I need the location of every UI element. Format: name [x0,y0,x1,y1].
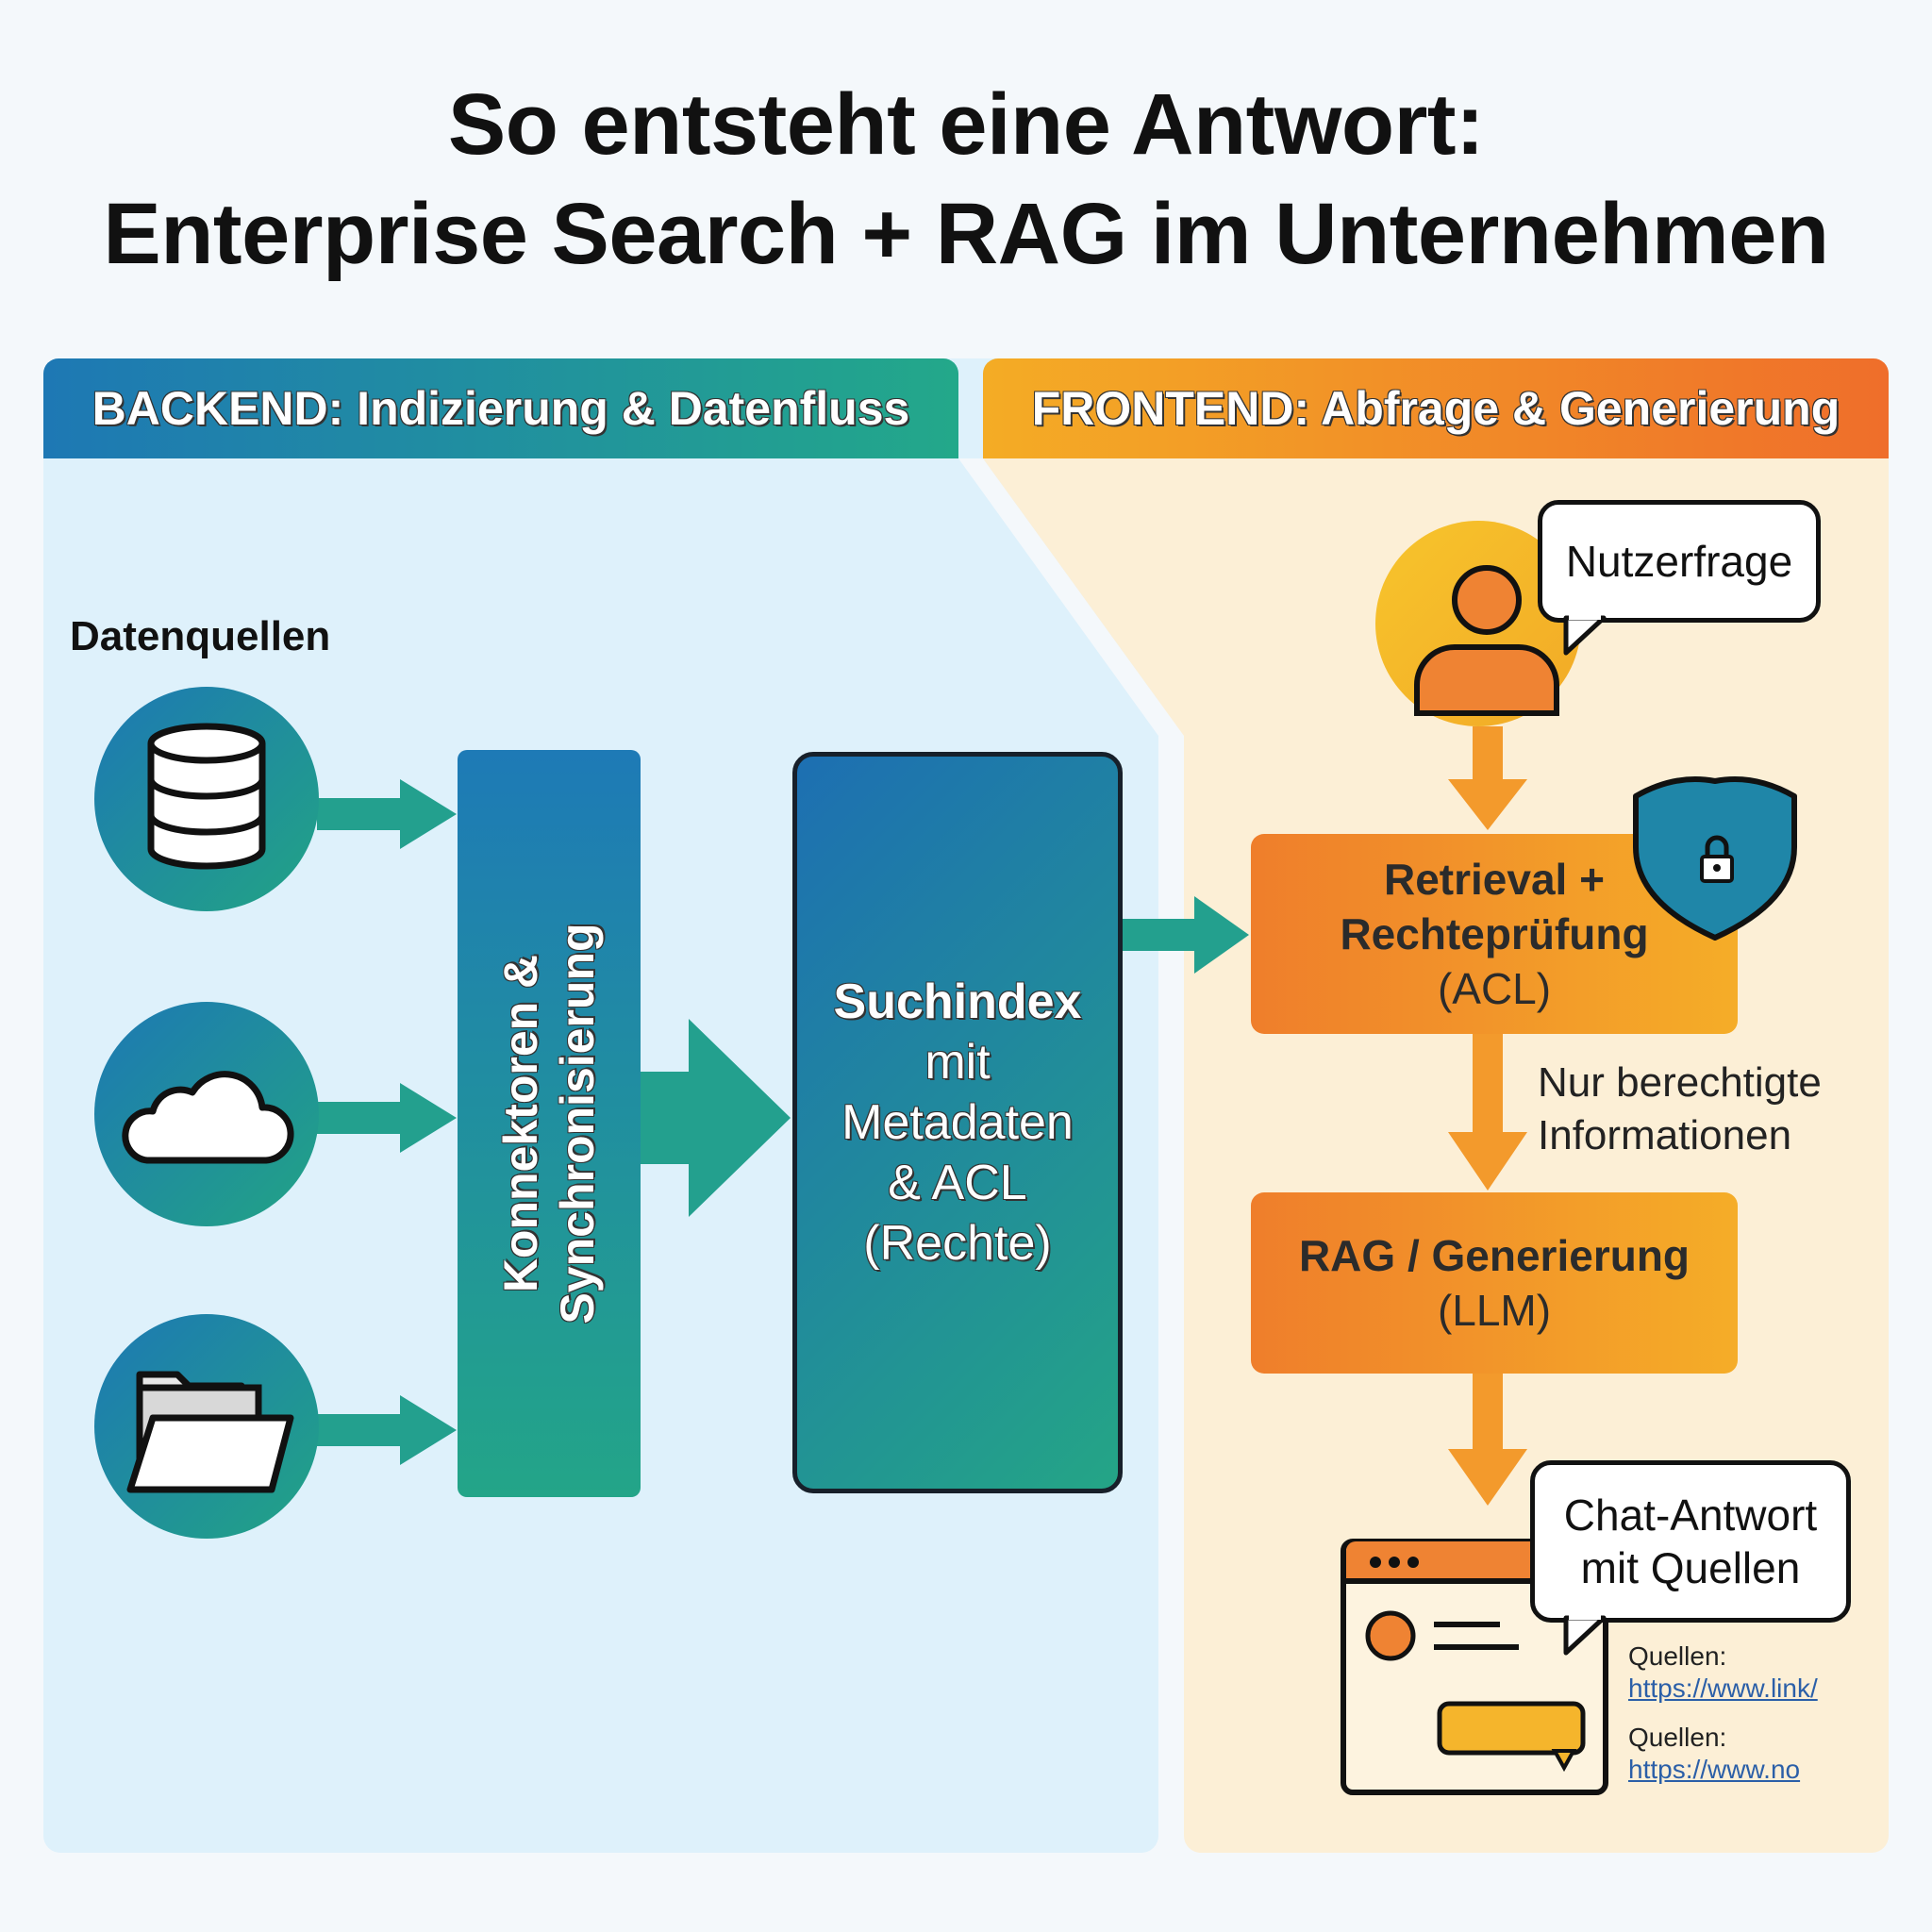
page-title-line-2: Enterprise Search + RAG im Unternehmen [103,186,1829,282]
chat-answer-bubble: Chat-Antwort mit Quellen [1530,1460,1851,1623]
source-link-1[interactable]: https://www.link/ [1628,1674,1818,1703]
user-avatar [1375,521,1581,726]
source-label-1: Quellen: [1628,1641,1727,1671]
backend-header: BACKEND: Indizierung & Datenfluss [43,358,958,458]
cloud-icon [122,1071,294,1164]
user-icon [1414,565,1559,716]
connectors-box [458,750,641,1497]
rag-box: RAG / Generierung (LLM) [1251,1192,1738,1374]
search-index-box [792,752,1123,1493]
user-query-text: Nutzerfrage [1565,537,1793,586]
source-link-2[interactable]: https://www.no [1628,1755,1801,1784]
database-icon [147,723,266,870]
retrieval-box: Retrieval + Rechteprüfung (ACL) [1251,834,1738,1034]
page-title-line-1: So entsteht eine Antwort: [447,76,1485,173]
folder-source [94,1314,319,1539]
filter-note: Nur berechtigte Informationen [1538,1059,1822,1158]
cloud-source [94,1002,319,1226]
source-label-2: Quellen: [1628,1723,1727,1752]
search-index-label: Suchindex mit Metadaten & ACL (Rechte) [833,974,1082,1271]
database-source [94,687,319,911]
sources-label: Datenquellen [70,613,331,659]
frontend-header: FRONTEND: Abfrage & Generierung [983,358,1889,458]
user-query-bubble: Nutzerfrage [1538,500,1821,623]
folder-icon [126,1371,294,1493]
